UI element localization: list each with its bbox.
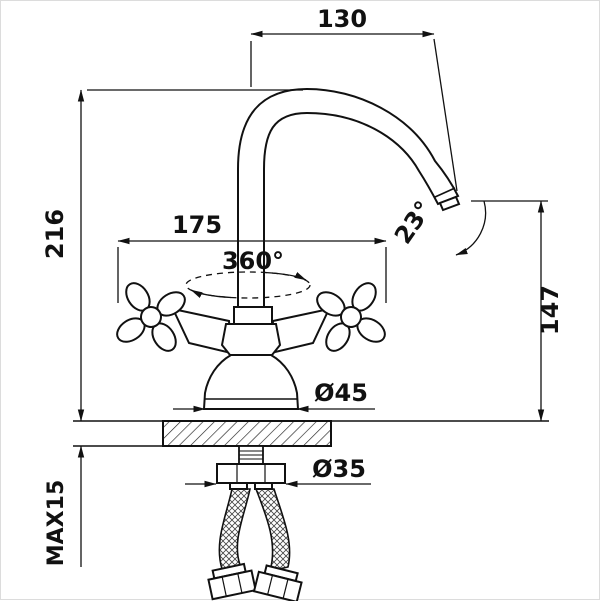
dim-label-spout-height: 147	[536, 285, 564, 335]
dim-label-max-deck: MAX15	[44, 480, 69, 567]
swivel-arrow-right	[264, 271, 307, 281]
faucet-body	[202, 306, 300, 410]
tilt-arc	[455, 200, 487, 256]
swivel-arrow-left	[190, 289, 232, 299]
dim-label-handle-span: 175	[172, 211, 222, 239]
handle-left	[116, 282, 186, 352]
dim-label-mounting-diameter: Ø35	[312, 455, 366, 483]
hose-nut-right	[252, 564, 303, 601]
dim-130-ext-right	[433, 38, 458, 192]
dim-label-base-diameter: Ø45	[314, 379, 368, 407]
supply-hose-right	[254, 488, 291, 573]
dim-label-overall-height: 216	[41, 209, 69, 259]
dim-label-tilt: 23°	[389, 196, 438, 249]
dim-label-spout-reach: 130	[317, 5, 367, 33]
threaded-shank	[238, 445, 264, 465]
spout-aerator	[438, 195, 461, 212]
handle-right	[316, 282, 386, 352]
swivel-ellipse	[185, 271, 311, 299]
countertop-slab	[162, 420, 332, 447]
mounting-nut	[216, 463, 286, 490]
supply-hose-left	[218, 488, 251, 570]
spout-collar	[233, 306, 273, 325]
dim-label-swivel: 360°	[222, 247, 284, 275]
hose-nut-left	[207, 562, 257, 601]
dimension-lines	[77, 30, 548, 567]
